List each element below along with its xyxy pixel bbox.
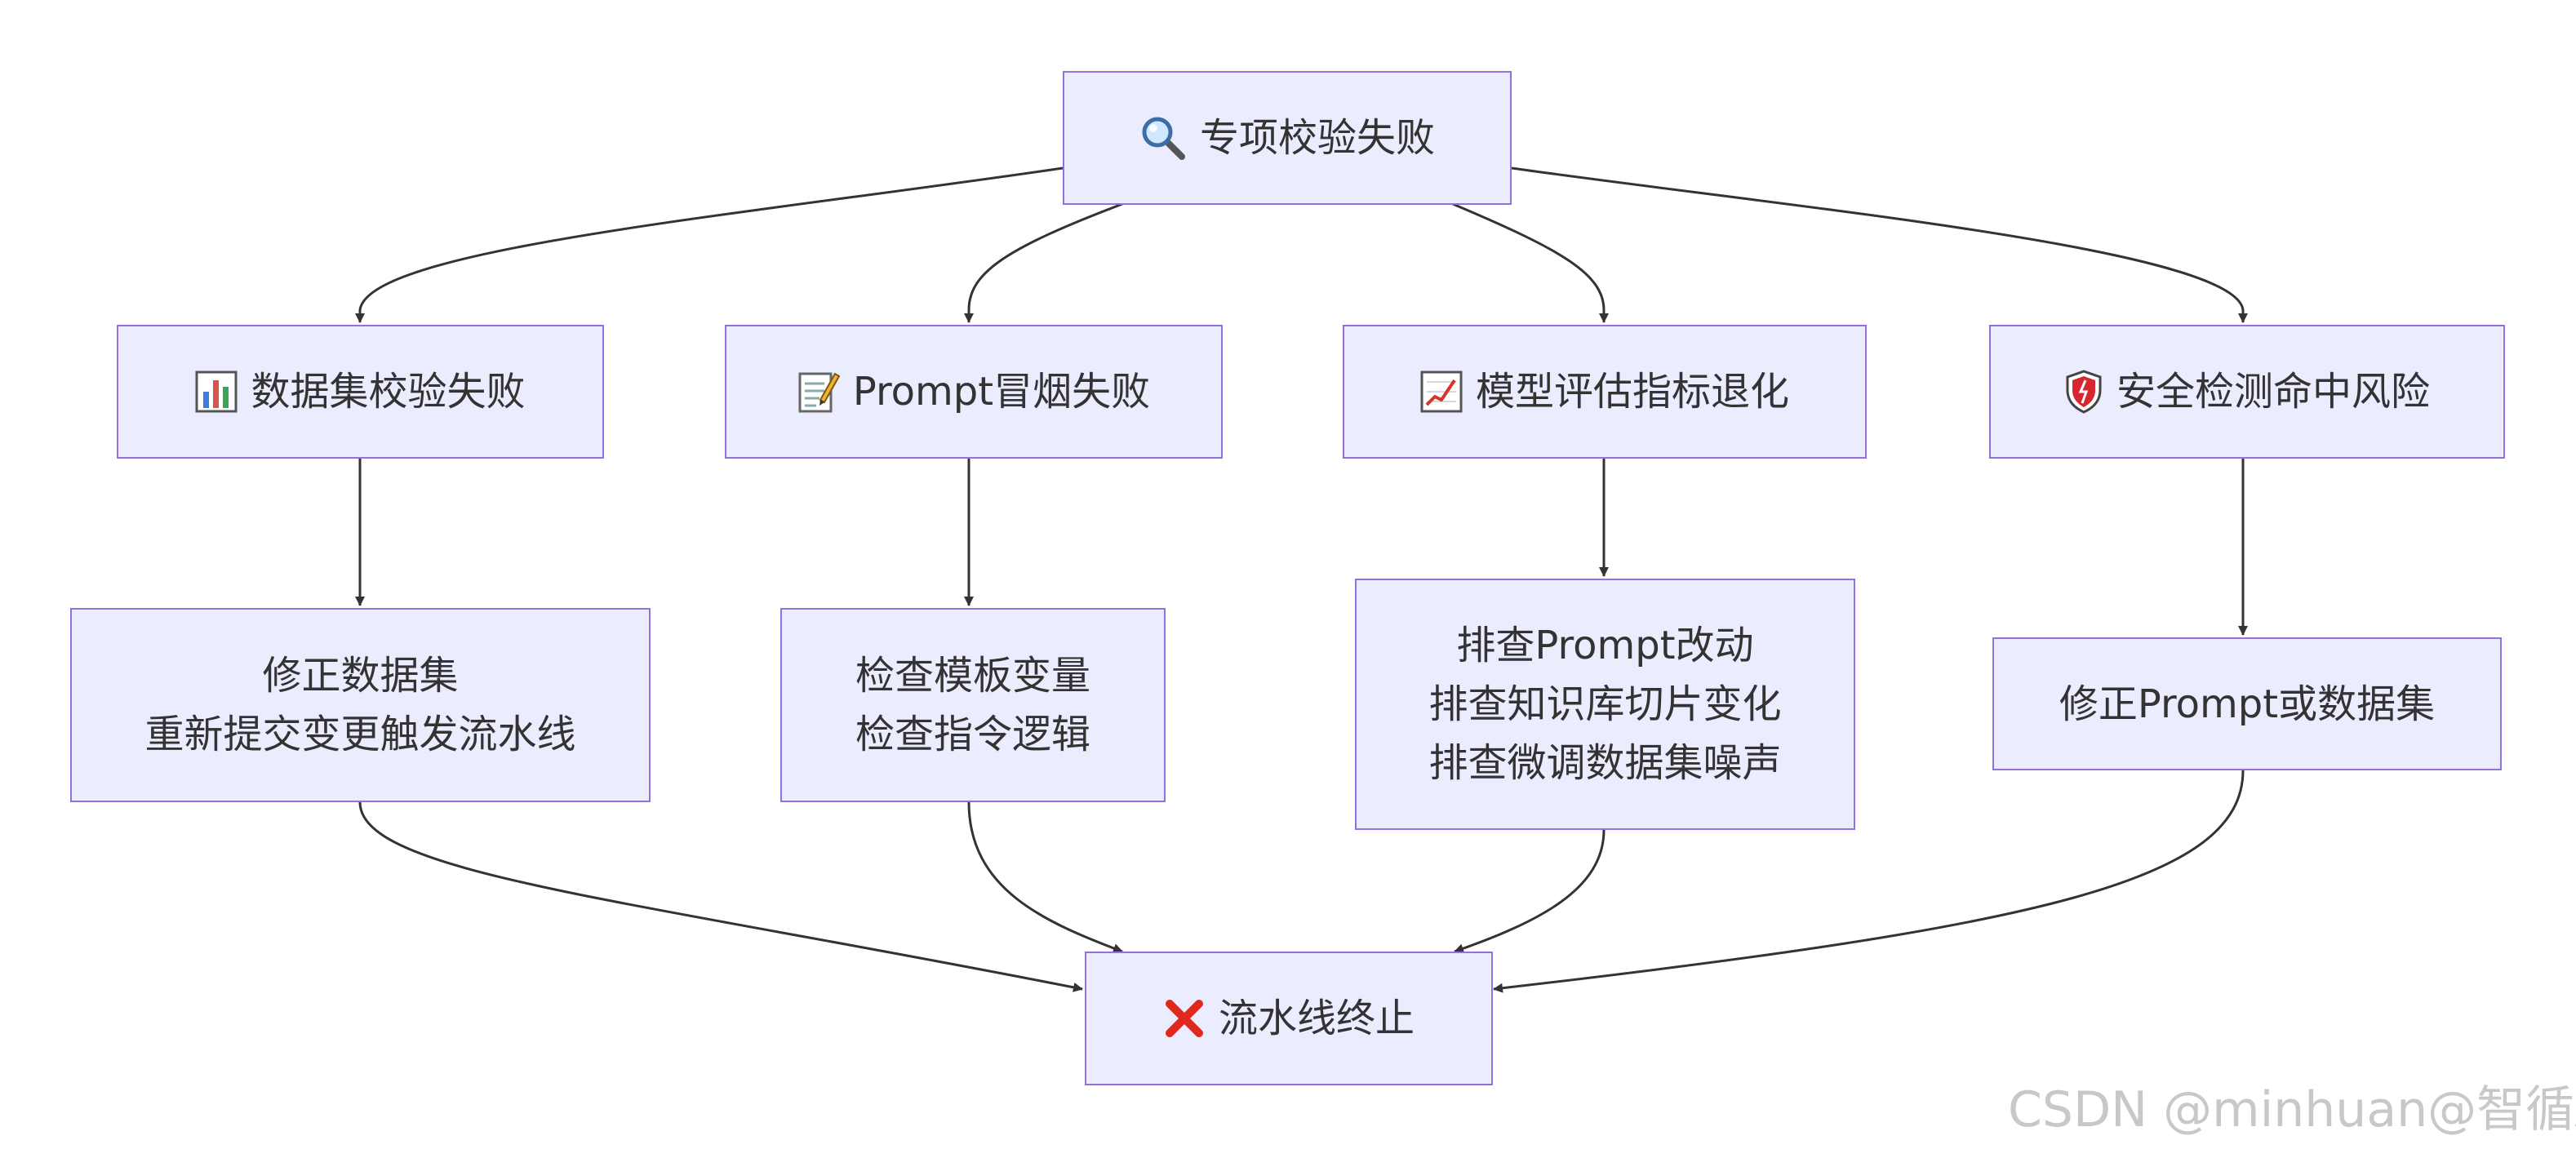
node-fix-dataset-line-2: 重新提交变更触发流水线 [144, 712, 576, 757]
node-prompt-smoke-failed: Prompt冒烟失败 [725, 325, 1223, 459]
edge-fix-prompt-to-terminate [1493, 770, 2245, 993]
edge-fix-dataset-to-terminate [358, 801, 1083, 992]
node-pipeline-terminated: 流水线终止 [1085, 952, 1493, 1085]
node-model-metric-regression: 模型评估指标退化 [1343, 325, 1867, 459]
node-safety-fail-label: 安全检测命中风险 [2116, 369, 2430, 415]
node-check-template-line-1: 检查模板变量 [855, 653, 1090, 699]
node-fix-dataset: 修正数据集 重新提交变更触发流水线 [70, 608, 651, 802]
node-fix-prompt-or-dataset: 修正Prompt或数据集 [1992, 637, 2502, 770]
edge-root-to-safety-fail [1511, 166, 2248, 323]
edge-root-to-model-fail [1452, 202, 1609, 323]
edge-root-to-dataset-fail [355, 166, 1064, 323]
memo-icon [797, 369, 840, 415]
node-check-template-line-2: 检查指令逻辑 [855, 712, 1090, 757]
node-investigate-line-2: 排查知识库切片变化 [1428, 681, 1782, 727]
node-fix-prompt-line-1: 修正Prompt或数据集 [2059, 681, 2436, 727]
node-model-fail-label: 模型评估指标退化 [1475, 369, 1789, 415]
edge-root-to-prompt-fail [964, 202, 1123, 323]
node-root-label: 专项校验失败 [1199, 115, 1435, 161]
node-terminate-label: 流水线终止 [1218, 996, 1415, 1041]
node-investigate-changes: 排查Prompt改动 排查知识库切片变化 排查微调数据集噪声 [1355, 579, 1855, 830]
edge-check-template-to-terminate [967, 801, 1123, 953]
node-prompt-fail-label: Prompt冒烟失败 [852, 369, 1151, 415]
bar-chart-icon [195, 370, 238, 413]
trend-up-chart-icon [1420, 370, 1463, 413]
node-fix-dataset-line-1: 修正数据集 [262, 653, 459, 699]
cross-mark-icon [1163, 997, 1206, 1040]
node-investigate-line-1: 排查Prompt改动 [1456, 623, 1754, 668]
shield-icon [2064, 369, 2103, 415]
node-dataset-validation-failed: 数据集校验失败 [117, 325, 604, 459]
edge-investigate-to-terminate [1454, 829, 1606, 954]
node-check-template: 检查模板变量 检查指令逻辑 [780, 608, 1166, 802]
magnifier-icon [1139, 114, 1187, 162]
watermark: CSDN @minhuan@智循AI [2008, 1081, 2576, 1138]
node-dataset-fail-label: 数据集校验失败 [251, 369, 526, 415]
node-safety-risk-hit: 安全检测命中风险 [1989, 325, 2505, 459]
node-investigate-line-3: 排查微调数据集噪声 [1428, 740, 1782, 786]
node-root-validation-failed: 专项校验失败 [1063, 71, 1512, 205]
